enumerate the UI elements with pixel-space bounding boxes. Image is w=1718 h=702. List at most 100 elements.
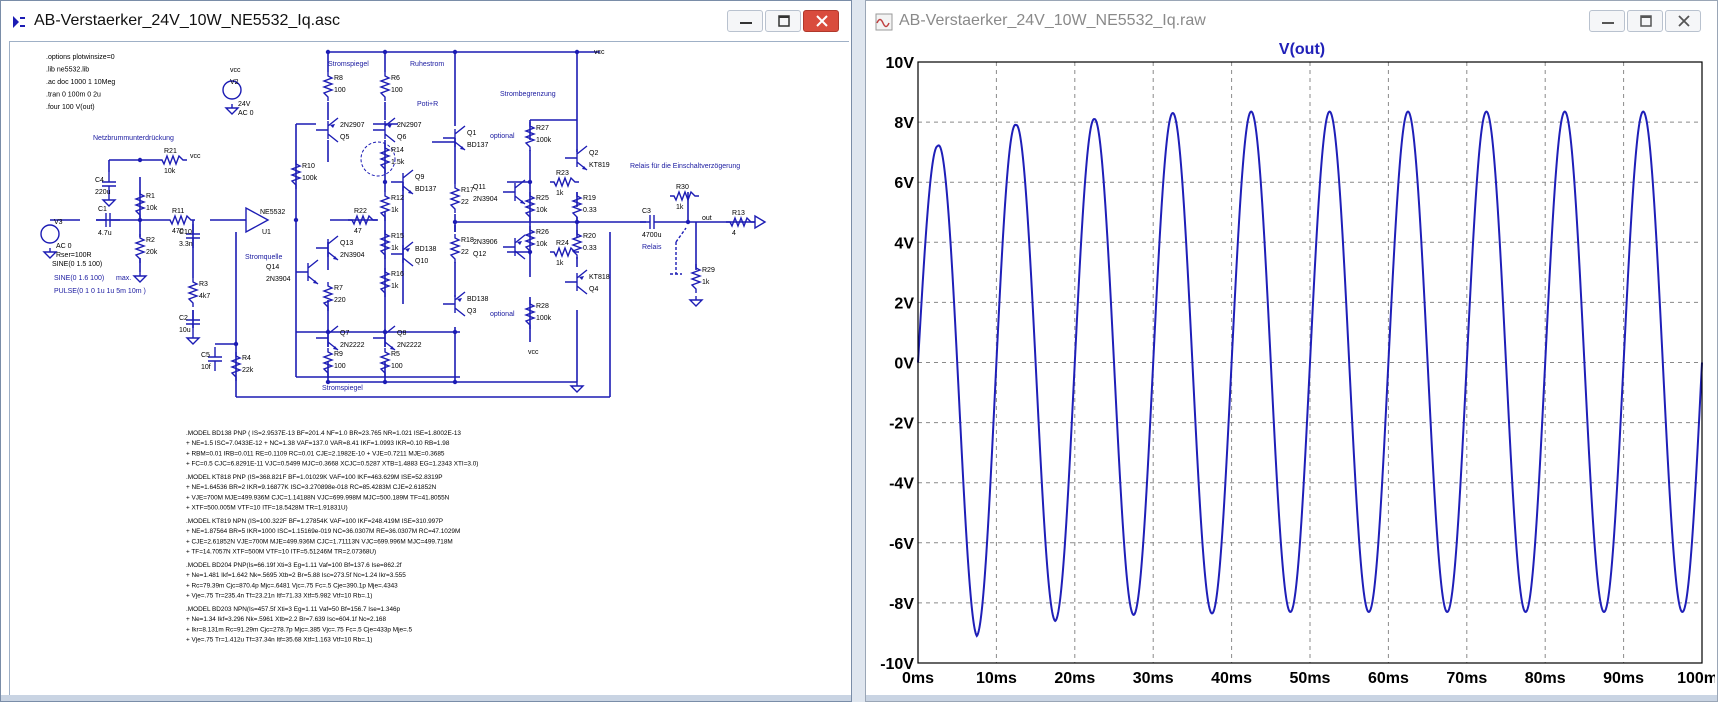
component-value: Q5	[340, 134, 349, 141]
component-name: C4	[95, 177, 104, 184]
component-value: 470	[172, 228, 184, 235]
capacitor-c10	[186, 224, 200, 248]
component-value: 100	[334, 363, 346, 370]
transistor-q5	[316, 117, 339, 143]
spice-model-line: + XTF=500.005M VTF=10 ITF=18.5428M TR=1.…	[186, 505, 348, 512]
schematic-window-title: AB-Verstaerker_24V_10W_NE5532_Iq.asc	[34, 12, 340, 29]
spice-directive: .lib ne5532.lib	[46, 67, 89, 74]
component-value: 100	[334, 87, 346, 94]
resistor-body	[134, 190, 146, 219]
schematic-titlebar[interactable]: AB-Verstaerker_24V_10W_NE5532_Iq.asc	[1, 1, 851, 41]
component-name: R19	[583, 195, 596, 202]
note-poti: Poti+R	[417, 101, 438, 108]
transistor-body	[503, 234, 526, 260]
resistor-r5	[379, 348, 391, 377]
resistor-r22	[348, 214, 377, 226]
minimize-button[interactable]	[1589, 10, 1625, 32]
component-name: C5	[201, 352, 210, 359]
junction-dot	[452, 49, 458, 55]
component-value: 4.7u	[98, 230, 112, 237]
minimize-icon	[740, 22, 752, 24]
component-name: BD138	[415, 246, 437, 253]
component-name: KT818	[589, 274, 610, 281]
component-value: 22k	[242, 367, 254, 374]
component-name: R25	[536, 195, 549, 202]
pnp-arrow	[405, 248, 410, 252]
component-value: BD137	[415, 186, 437, 193]
net-label-vcc: vcc	[190, 153, 201, 160]
resistor-r10	[290, 160, 302, 189]
note-max: max.	[116, 275, 131, 282]
resistor-body	[379, 348, 391, 377]
spice-model-line: + NE=1.64536 BR=2 IKR=9.16877K ISC=3.270…	[186, 484, 437, 491]
spice-directive: .options plotwinsize=0	[46, 54, 115, 61]
resistor-r28	[524, 300, 536, 329]
component-value: Q3	[467, 308, 476, 315]
close-button[interactable]	[803, 10, 839, 32]
resistor-r7	[322, 282, 334, 311]
waveform-window[interactable]: AB-Verstaerker_24V_10W_NE5532_Iq.raw V(o…	[865, 0, 1718, 702]
junction-dot	[382, 179, 388, 185]
capacitor-c4	[102, 172, 116, 196]
component-value: 2N3904	[266, 276, 291, 283]
maximize-button[interactable]	[765, 10, 801, 32]
resistor-body	[379, 192, 391, 221]
resistor-body	[726, 216, 755, 228]
schematic-drawing[interactable]: .options plotwinsize=0.lib ne5532.lib.ac…	[10, 42, 852, 702]
x-tick-label: 30ms	[1133, 670, 1174, 687]
component-name: BD138	[467, 296, 489, 303]
transistor-q9	[391, 169, 414, 195]
capacitor-body	[640, 215, 664, 229]
y-tick-label: 8V	[894, 115, 914, 132]
x-tick-label: 10ms	[976, 670, 1017, 687]
schematic-window[interactable]: AB-Verstaerker_24V_10W_NE5532_Iq.asc .op…	[0, 0, 852, 702]
y-tick-label: -4V	[889, 476, 914, 493]
component-value: 1.5k	[391, 159, 405, 166]
maximize-button[interactable]	[1627, 10, 1663, 32]
note-stromspiegel-top: Stromspiegel	[328, 61, 369, 68]
resistor-r18	[449, 234, 461, 263]
capacitor-body	[186, 224, 200, 248]
component-name: R10	[302, 163, 315, 170]
x-tick-label: 0ms	[902, 670, 934, 687]
resistor-r30	[670, 190, 699, 202]
window-bottom-strip	[866, 695, 1717, 701]
resistor-r15	[379, 230, 391, 259]
npn-arrow	[460, 146, 465, 150]
component-name: R20	[583, 233, 596, 240]
component-value: 47	[354, 228, 362, 235]
component-value: 20k	[146, 249, 158, 256]
resistor-body	[158, 154, 187, 166]
transistor-body	[443, 291, 466, 317]
component-value: 2N2222	[397, 342, 422, 349]
component-name: C2	[179, 315, 188, 322]
minimize-button[interactable]	[727, 10, 763, 32]
spice-model-line: .MODEL BD203 NPN(Is=457.5f Xti=3 Eg=1.11…	[186, 606, 401, 613]
waveform-file-icon	[875, 13, 893, 31]
component-name: R1	[146, 193, 155, 200]
vout-trace[interactable]	[917, 110, 1703, 638]
component-value: 100k	[536, 315, 552, 322]
junction-dot	[293, 217, 299, 223]
schematic-canvas[interactable]: .options plotwinsize=0.lib ne5532.lib.ac…	[9, 41, 849, 699]
resistor-r19	[571, 192, 583, 221]
component-name: R16	[391, 271, 404, 278]
resistor-r13	[726, 216, 755, 228]
resistor-body	[166, 214, 195, 226]
close-button[interactable]	[1665, 10, 1701, 32]
resistor-body	[379, 144, 391, 173]
spice-model-line: + RBM=0.01 IRB=0.011 RE=0.1109 RC=0.01 C…	[186, 450, 445, 457]
component-value: BD137	[467, 142, 489, 149]
transistor-body	[565, 269, 588, 295]
component-value: SINE(0 1.5 100)	[52, 261, 102, 268]
waveform-titlebar[interactable]: AB-Verstaerker_24V_10W_NE5532_Iq.raw	[866, 1, 1717, 41]
note-optional-2: optional	[490, 311, 515, 318]
net-label-vcc: vcc	[528, 349, 539, 356]
transistor-body	[373, 117, 396, 143]
plot-title[interactable]: V(out)	[1279, 41, 1325, 58]
y-tick-label: 4V	[894, 235, 914, 252]
voltage-source-v2	[222, 80, 242, 100]
ground-symbol	[132, 272, 148, 283]
